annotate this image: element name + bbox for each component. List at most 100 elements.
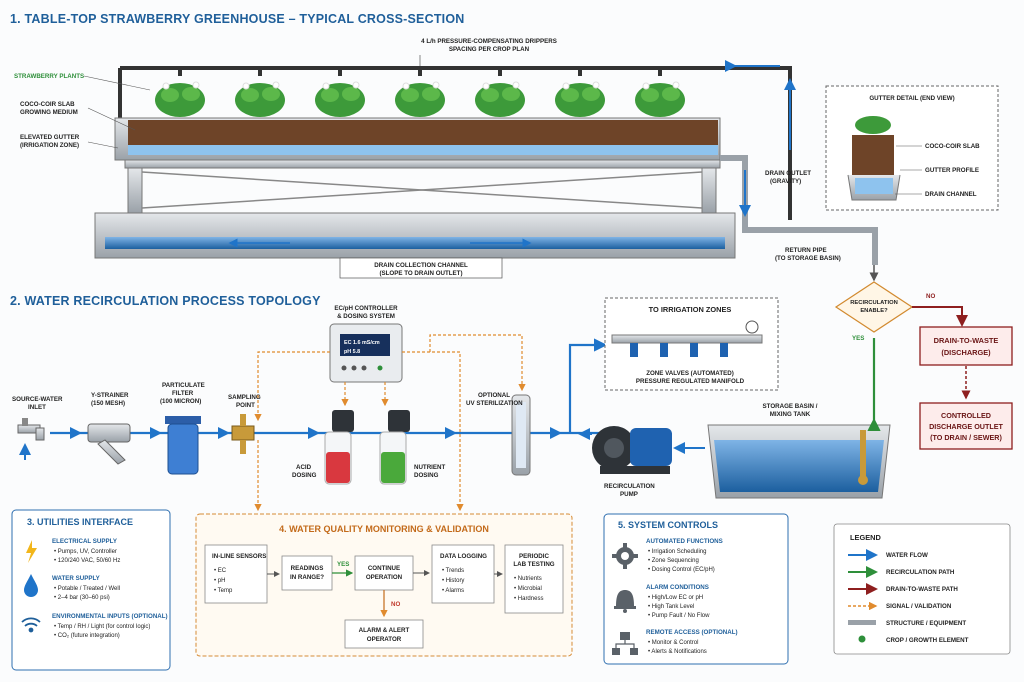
continue-box	[354, 555, 414, 591]
pump-label-1: RECIRCULATION	[604, 483, 655, 490]
readings-label-1: READINGS	[291, 565, 324, 572]
lightning-icon	[26, 540, 37, 563]
ec-ph-controller	[329, 323, 403, 383]
filter-label-3: (100 MICRON)	[160, 398, 201, 405]
controlled-label-1: CONTROLLED	[941, 411, 991, 420]
signal-uv	[429, 334, 526, 392]
bell-icon	[614, 590, 636, 613]
electrical-item-1: • Pumps, UV, Controller	[54, 549, 117, 555]
remote-item-2: • Alerts & Notifications	[648, 649, 707, 655]
gear-icon	[612, 543, 638, 569]
section1-title: 1. TABLE-TOP STRAWBERRY GREENHOUSE – TYP…	[10, 12, 464, 26]
recirculation-decision	[834, 281, 914, 333]
water-item-1: • Potable / Treated / Well	[54, 586, 120, 592]
electrical-title: ELECTRICAL SUPPLY	[52, 538, 118, 545]
acid-label-2: DOSING	[292, 472, 317, 479]
gutter-detail-profile: GUTTER PROFILE	[925, 167, 979, 174]
utilities-title: 3. UTILITIES INTERFACE	[27, 517, 133, 527]
decision-yes: YES	[852, 335, 864, 342]
gutter-water	[128, 145, 718, 155]
plants-leader	[83, 75, 151, 91]
env-item-1: • Temp / RH / Light (for control logic)	[54, 624, 150, 630]
filter-label-1: PARTICULATE	[162, 382, 205, 389]
lab-item-2: • Microbial	[514, 586, 542, 592]
signal-sampling	[254, 351, 330, 422]
alarm-label-2: OPERATOR	[367, 636, 402, 643]
drip-supply-pipe	[120, 66, 792, 220]
zone-manifold	[611, 320, 763, 357]
signal-monitoring	[402, 351, 464, 512]
basin-label-2: MIXING TANK	[770, 411, 811, 418]
controlled-label-3: (TO DRAIN / SEWER)	[930, 433, 1002, 442]
legend-title: LEGEND	[850, 533, 881, 542]
sensors-title: IN-LINE SENSORS	[212, 553, 266, 560]
decision-label-1: RECIRCULATION	[850, 300, 898, 306]
legend-panel	[833, 523, 1011, 655]
gutter-detail-coco: COCO-COIR SLAB	[925, 143, 980, 150]
nutrient-label-2: DOSING	[414, 472, 439, 479]
lab-label-1: PERIODIC	[519, 553, 549, 560]
water-item-2: • 2–4 bar (30–60 psi)	[54, 595, 110, 601]
electrical-item-2: • 120/240 VAC, 50/60 Hz	[54, 558, 120, 564]
logging-title: DATA LOGGING	[440, 553, 487, 560]
logging-item-3: • Alarms	[442, 588, 464, 594]
gutter-detail-illustration	[847, 116, 901, 201]
drippers-label-2: SPACING PER CROP PLAN	[449, 46, 530, 53]
drain-channel-label-box	[339, 257, 503, 279]
controlled-discharge-box	[919, 402, 1013, 450]
source-water-tap	[17, 418, 45, 441]
drain-waste-label-2: (DISCHARGE)	[941, 348, 991, 357]
legend-item-waste: DRAIN-TO-WASTE PATH	[886, 586, 958, 593]
network-icon	[612, 632, 638, 655]
decision-label-2: ENABLE?	[860, 308, 888, 314]
water-drop-icon	[24, 574, 38, 597]
logging-box	[431, 544, 495, 604]
auto-item-2: • Zone Sequencing	[648, 558, 699, 564]
legend-item-water: WATER FLOW	[886, 552, 928, 559]
drain-channel-water	[105, 237, 725, 249]
sensors-item-2: • pH	[214, 578, 225, 584]
source-label-2: INLET	[28, 404, 46, 411]
decision-no: NO	[926, 293, 935, 300]
no-path	[912, 306, 968, 327]
sampling-valve	[231, 414, 255, 454]
readings-yes: YES	[337, 561, 349, 568]
drain-outlet-label-1: DRAIN OUTLET	[765, 170, 811, 177]
particulate-filter	[165, 416, 201, 475]
filter-label-2: FILTER	[172, 390, 194, 397]
controller-label-2: & DOSING SYSTEM	[337, 313, 395, 320]
remote-item-1: • Monitor & Control	[648, 640, 698, 646]
source-label-1: SOURCE-WATER	[12, 396, 63, 403]
coco-label-1: COCO-COIR SLAB	[20, 101, 75, 108]
drain-outlet-label-2: (GRAVITY)	[770, 178, 801, 185]
remote-title: REMOTE ACCESS (OPTIONAL)	[646, 629, 738, 636]
gutter-label-1: ELEVATED GUTTER	[20, 134, 80, 141]
controller-label-1: EC/pH CONTROLLER	[334, 305, 398, 312]
display-ec: EC 1.6 mS/cm	[344, 340, 380, 346]
pump-label-2: PUMP	[620, 491, 638, 498]
ystrainer-label-1: Y-STRAINER	[91, 392, 129, 399]
return-pipe-label-2: (TO STORAGE BASIN)	[775, 255, 841, 262]
y-strainer	[87, 423, 131, 465]
gutter-detail-channel: DRAIN CHANNEL	[925, 191, 977, 198]
section2-title: 2. WATER RECIRCULATION PROCESS TOPOLOGY	[10, 294, 321, 308]
drain-channel-label-1: DRAIN COLLECTION CHANNEL	[374, 262, 468, 269]
zone-supply-line	[568, 338, 608, 433]
readings-no: NO	[391, 601, 400, 608]
lab-item-1: • Nutrients	[514, 576, 542, 582]
support-frame	[124, 159, 721, 214]
utilities-panel	[11, 509, 171, 671]
zones-title: TO IRRIGATION ZONES	[649, 305, 732, 314]
continue-label-1: CONTINUE	[368, 565, 400, 572]
gutter-leader	[87, 141, 119, 149]
return-pipe	[720, 155, 878, 265]
drain-collection-channel	[94, 212, 736, 259]
legend-item-structure: STRUCTURE / EQUIPMENT	[886, 620, 966, 627]
drain-channel-label-2: (SLOPE TO DRAIN OUTLET)	[379, 270, 462, 277]
strawberry-plant-row	[155, 81, 685, 117]
readings-label-2: IN RANGE?	[290, 574, 324, 581]
uv-label-2: UV STERILIZATION	[466, 400, 523, 407]
env-title: ENVIRONMENTAL INPUTS (OPTIONAL)	[52, 613, 168, 620]
monitoring-title: 4. WATER QUALITY MONITORING & VALIDATION	[279, 524, 489, 534]
